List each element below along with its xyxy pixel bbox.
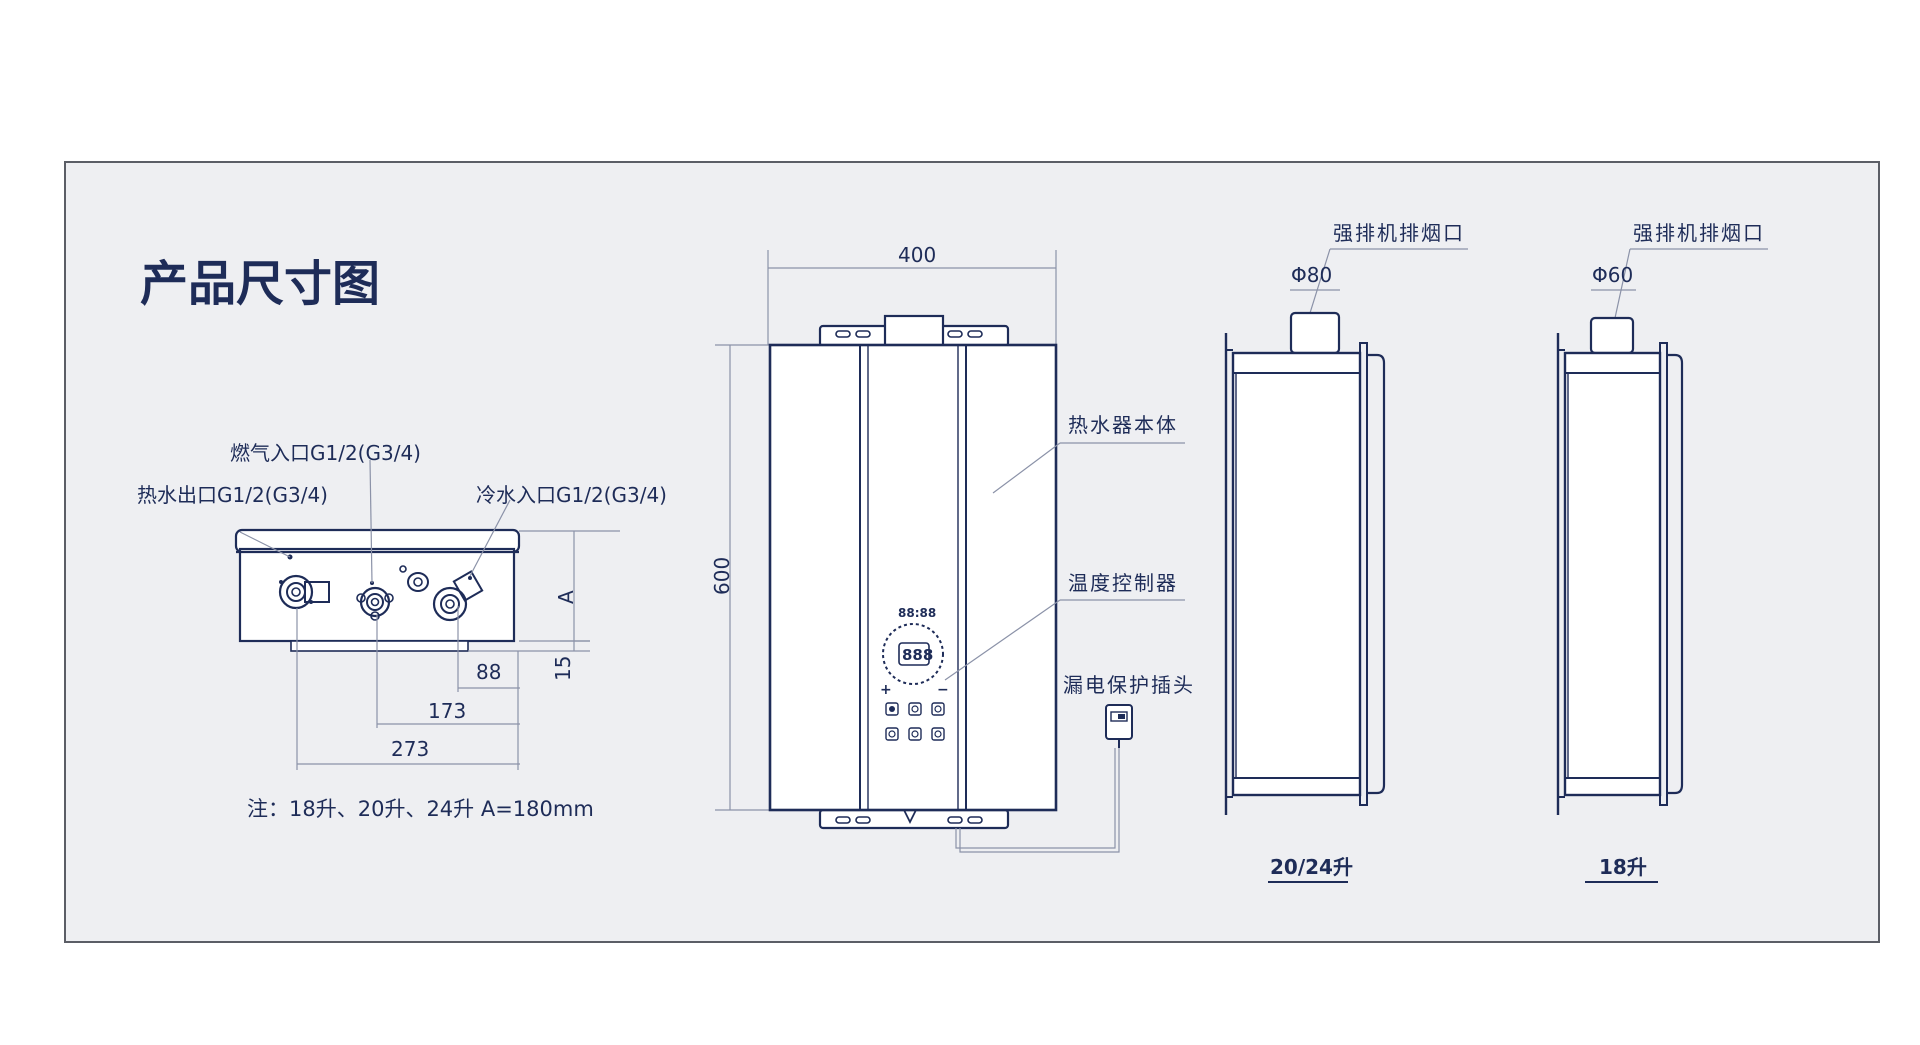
front-width-dimension: 400 bbox=[898, 243, 936, 267]
dimension-88: 88 bbox=[476, 660, 501, 684]
main-display: 888 bbox=[902, 646, 933, 664]
cold-water-inlet-fitting bbox=[432, 570, 484, 622]
model-20-24: 20/24升 bbox=[1270, 855, 1353, 879]
temperature-controller: 88:88 888 + − bbox=[880, 606, 949, 741]
dimension-a: A bbox=[554, 590, 578, 604]
exhaust-pipe-80 bbox=[1289, 311, 1341, 355]
hot-water-outlet-label: 热水出口G1/2(G3/4) bbox=[137, 483, 328, 507]
small-drain-fitting bbox=[399, 565, 429, 592]
bottom-view: 燃气入口G1/2(G3/4) 热水出口G1/2(G3/4) 冷水入口G1/2(G… bbox=[137, 441, 667, 821]
exhaust-label-18: 强排机排烟口 bbox=[1633, 221, 1765, 245]
front-height-dimension: 600 bbox=[710, 557, 734, 595]
side-view-20-24: 强排机排烟口 Φ80 20/24升 bbox=[1224, 221, 1468, 883]
front-view: 400 600 bbox=[710, 243, 1195, 853]
model-18: 18升 bbox=[1599, 855, 1647, 879]
diameter-80: Φ80 bbox=[1291, 263, 1332, 287]
control-dial bbox=[882, 623, 944, 685]
minus-key: − bbox=[937, 682, 949, 698]
side-body-20-24 bbox=[1231, 351, 1362, 797]
dimension-15: 15 bbox=[551, 656, 575, 681]
leakage-protection-plug bbox=[1105, 704, 1133, 748]
bottom-bracket-slots bbox=[835, 809, 983, 825]
plus-key: + bbox=[880, 682, 892, 698]
size-note: 注：18升、20升、24升 A=180mm bbox=[247, 797, 594, 821]
dimension-173: 173 bbox=[428, 699, 466, 723]
gas-inlet-label: 燃气入口G1/2(G3/4) bbox=[230, 441, 421, 465]
top-bracket-slots bbox=[835, 330, 983, 338]
heater-body-label: 热水器本体 bbox=[1068, 413, 1178, 437]
diameter-60: Φ60 bbox=[1592, 263, 1633, 287]
top-flue-outlet bbox=[883, 314, 945, 348]
cold-water-inlet-label: 冷水入口G1/2(G3/4) bbox=[476, 483, 667, 507]
controller-label: 温度控制器 bbox=[1068, 571, 1178, 595]
heater-body bbox=[768, 343, 1058, 812]
leakage-plug-label: 漏电保护插头 bbox=[1063, 673, 1195, 697]
control-buttons bbox=[885, 702, 945, 741]
small-display: 88:88 bbox=[898, 606, 936, 620]
exhaust-pipe-60 bbox=[1589, 316, 1635, 355]
exhaust-label-20-24: 强排机排烟口 bbox=[1333, 221, 1465, 245]
side-view-18: 强排机排烟口 Φ60 18升 bbox=[1556, 221, 1768, 883]
page-title: 产品尺寸图 bbox=[140, 256, 380, 312]
bottom-view-dimensions bbox=[296, 530, 620, 770]
bottom-plate bbox=[290, 640, 469, 652]
side-body-18 bbox=[1563, 351, 1662, 797]
gas-inlet-fitting bbox=[356, 581, 394, 621]
dimension-273: 273 bbox=[391, 737, 429, 761]
